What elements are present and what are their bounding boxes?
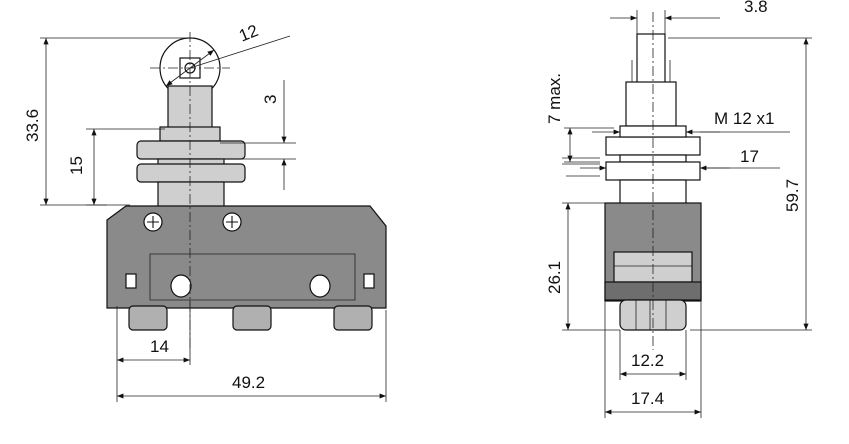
thread-spec: M 12 x1 <box>714 109 774 128</box>
dim-base-outer: 17.4 <box>631 389 664 408</box>
terminal-2 <box>232 305 272 331</box>
dim-roller-diameter: 12 <box>236 21 261 46</box>
dim-base-inner: 12.2 <box>631 351 664 370</box>
dim-nut-width: 17 <box>740 147 759 166</box>
lower-nut <box>136 163 246 183</box>
dim-total-height: 59.7 <box>783 179 802 212</box>
side-view: 3.8 7 max. M 12 x1 17 59.7 26.1 12.2 <box>545 0 812 418</box>
dim-body-height: 26.1 <box>545 261 564 294</box>
terminal-3 <box>333 305 373 331</box>
upper-nut <box>136 140 246 160</box>
mounting-hole-right <box>309 274 331 298</box>
mounting-hole-left <box>170 274 192 298</box>
dim-travel: 3 <box>261 95 280 104</box>
dim-overall-height: 33.6 <box>23 109 42 142</box>
dim-body-width: 49.2 <box>232 373 265 392</box>
terminal-1 <box>128 305 168 331</box>
dim-hole-spacing: 14 <box>150 337 169 356</box>
dim-thread-length: 15 <box>67 156 86 175</box>
front-view: 12 33.6 15 3 14 49.2 <box>23 21 387 402</box>
dim-plunger-width: 3.8 <box>744 0 768 16</box>
dim-pretravel: 7 max. <box>545 73 564 124</box>
